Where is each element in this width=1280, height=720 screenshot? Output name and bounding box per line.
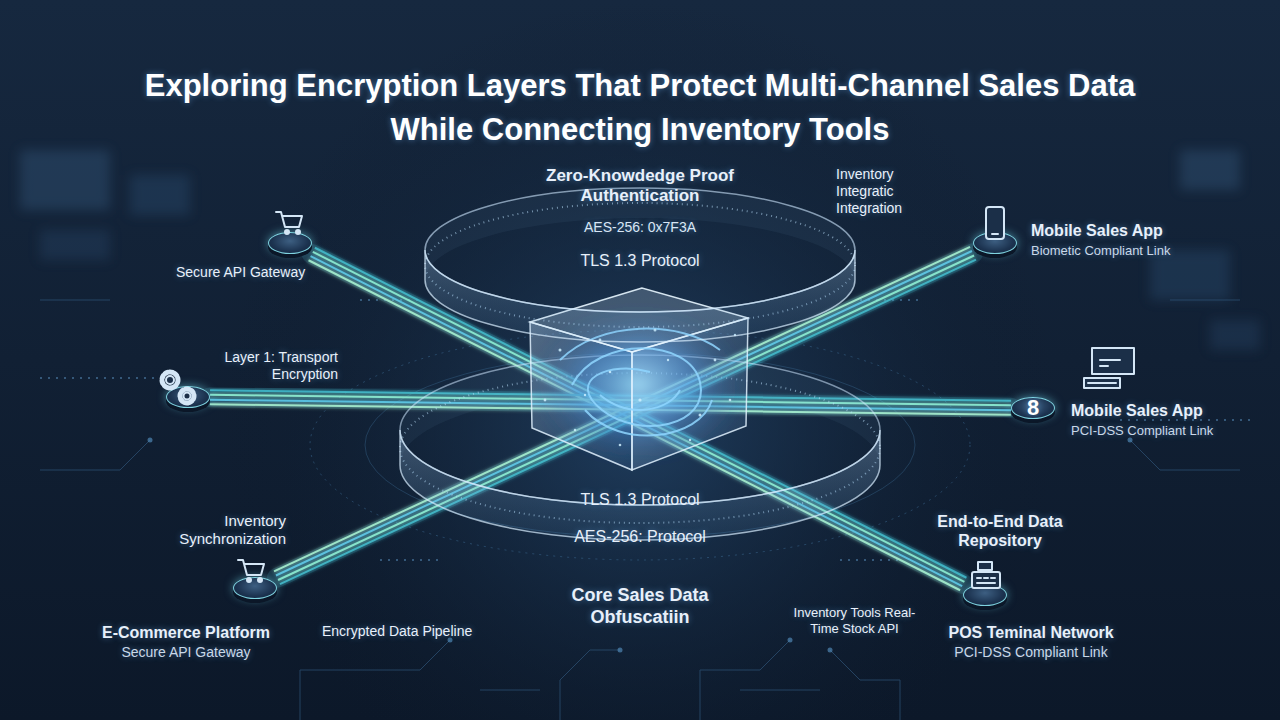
phone-icon [986, 207, 1004, 239]
annotation-label: Core Sales Data Obfuscatiin [530, 585, 750, 628]
endpoint-node: Mobile Sales AppBiometic Compliant Link [973, 232, 1017, 254]
endpoint-node: Secure API Gateway [268, 232, 312, 254]
node-heading: Mobile Sales App [1031, 221, 1261, 240]
endpoint-node: E-Commerce PlatformSecure API Gateway [233, 577, 277, 599]
annotation-label: 8 [1018, 395, 1048, 421]
endpoint-node: POS Teminal NetworkPCI-DSS Compliant Lin… [963, 584, 1007, 606]
annotation-label: Encrypted Data Pipeline [322, 623, 522, 640]
annotation-label: Zero-Knowdedge Proof Authentication [510, 166, 770, 207]
cart-icon [238, 560, 264, 582]
annotation-label: Inventory Tools Real-Time Stock API [782, 605, 927, 636]
node-heading: Layer 1: Transport Encryption [196, 349, 338, 383]
node-subtitle: Biometic Compliant Link [1031, 243, 1261, 259]
cart-icon [276, 212, 302, 234]
encrypted-connector [274, 247, 976, 584]
blurred-screens [20, 150, 1260, 350]
gears-icon [162, 372, 194, 403]
node-heading: Secure API Gateway [176, 264, 336, 281]
node-subtitle: Secure API Gateway [61, 644, 311, 661]
annotation-label: End-to-End Data Repository [920, 512, 1080, 550]
annotation-label: Inventory Synchronization [150, 512, 286, 548]
data-swirl [560, 329, 720, 436]
node-heading: E-Commerce Platform [61, 623, 311, 642]
annotation-label: TLS 1.3 Protocol [540, 251, 740, 270]
diagram-title: Exploring Encryption Layers That Protect… [120, 64, 1160, 152]
annotation-label: TLS 1.3 Protocol [540, 490, 740, 509]
node-heading: POS Teminal Network [906, 623, 1156, 642]
annotation-label: AES-256: 0x7F3A [540, 219, 740, 236]
node-subtitle: PCI-DSS Compliant Link [1071, 423, 1280, 439]
register-icon [972, 562, 1000, 588]
terminal-icon [1084, 348, 1134, 388]
annotation-label: AES-256: Protocol [540, 527, 740, 546]
node-subtitle: PCI-DSS Compliant Link [906, 644, 1156, 661]
circuit-traces [40, 300, 1240, 720]
annotation-label: Inventory Integratic Integration [836, 166, 922, 216]
endpoint-node: Layer 1: Transport Encryption [166, 386, 210, 408]
node-heading: Mobile Sales App [1071, 401, 1280, 420]
